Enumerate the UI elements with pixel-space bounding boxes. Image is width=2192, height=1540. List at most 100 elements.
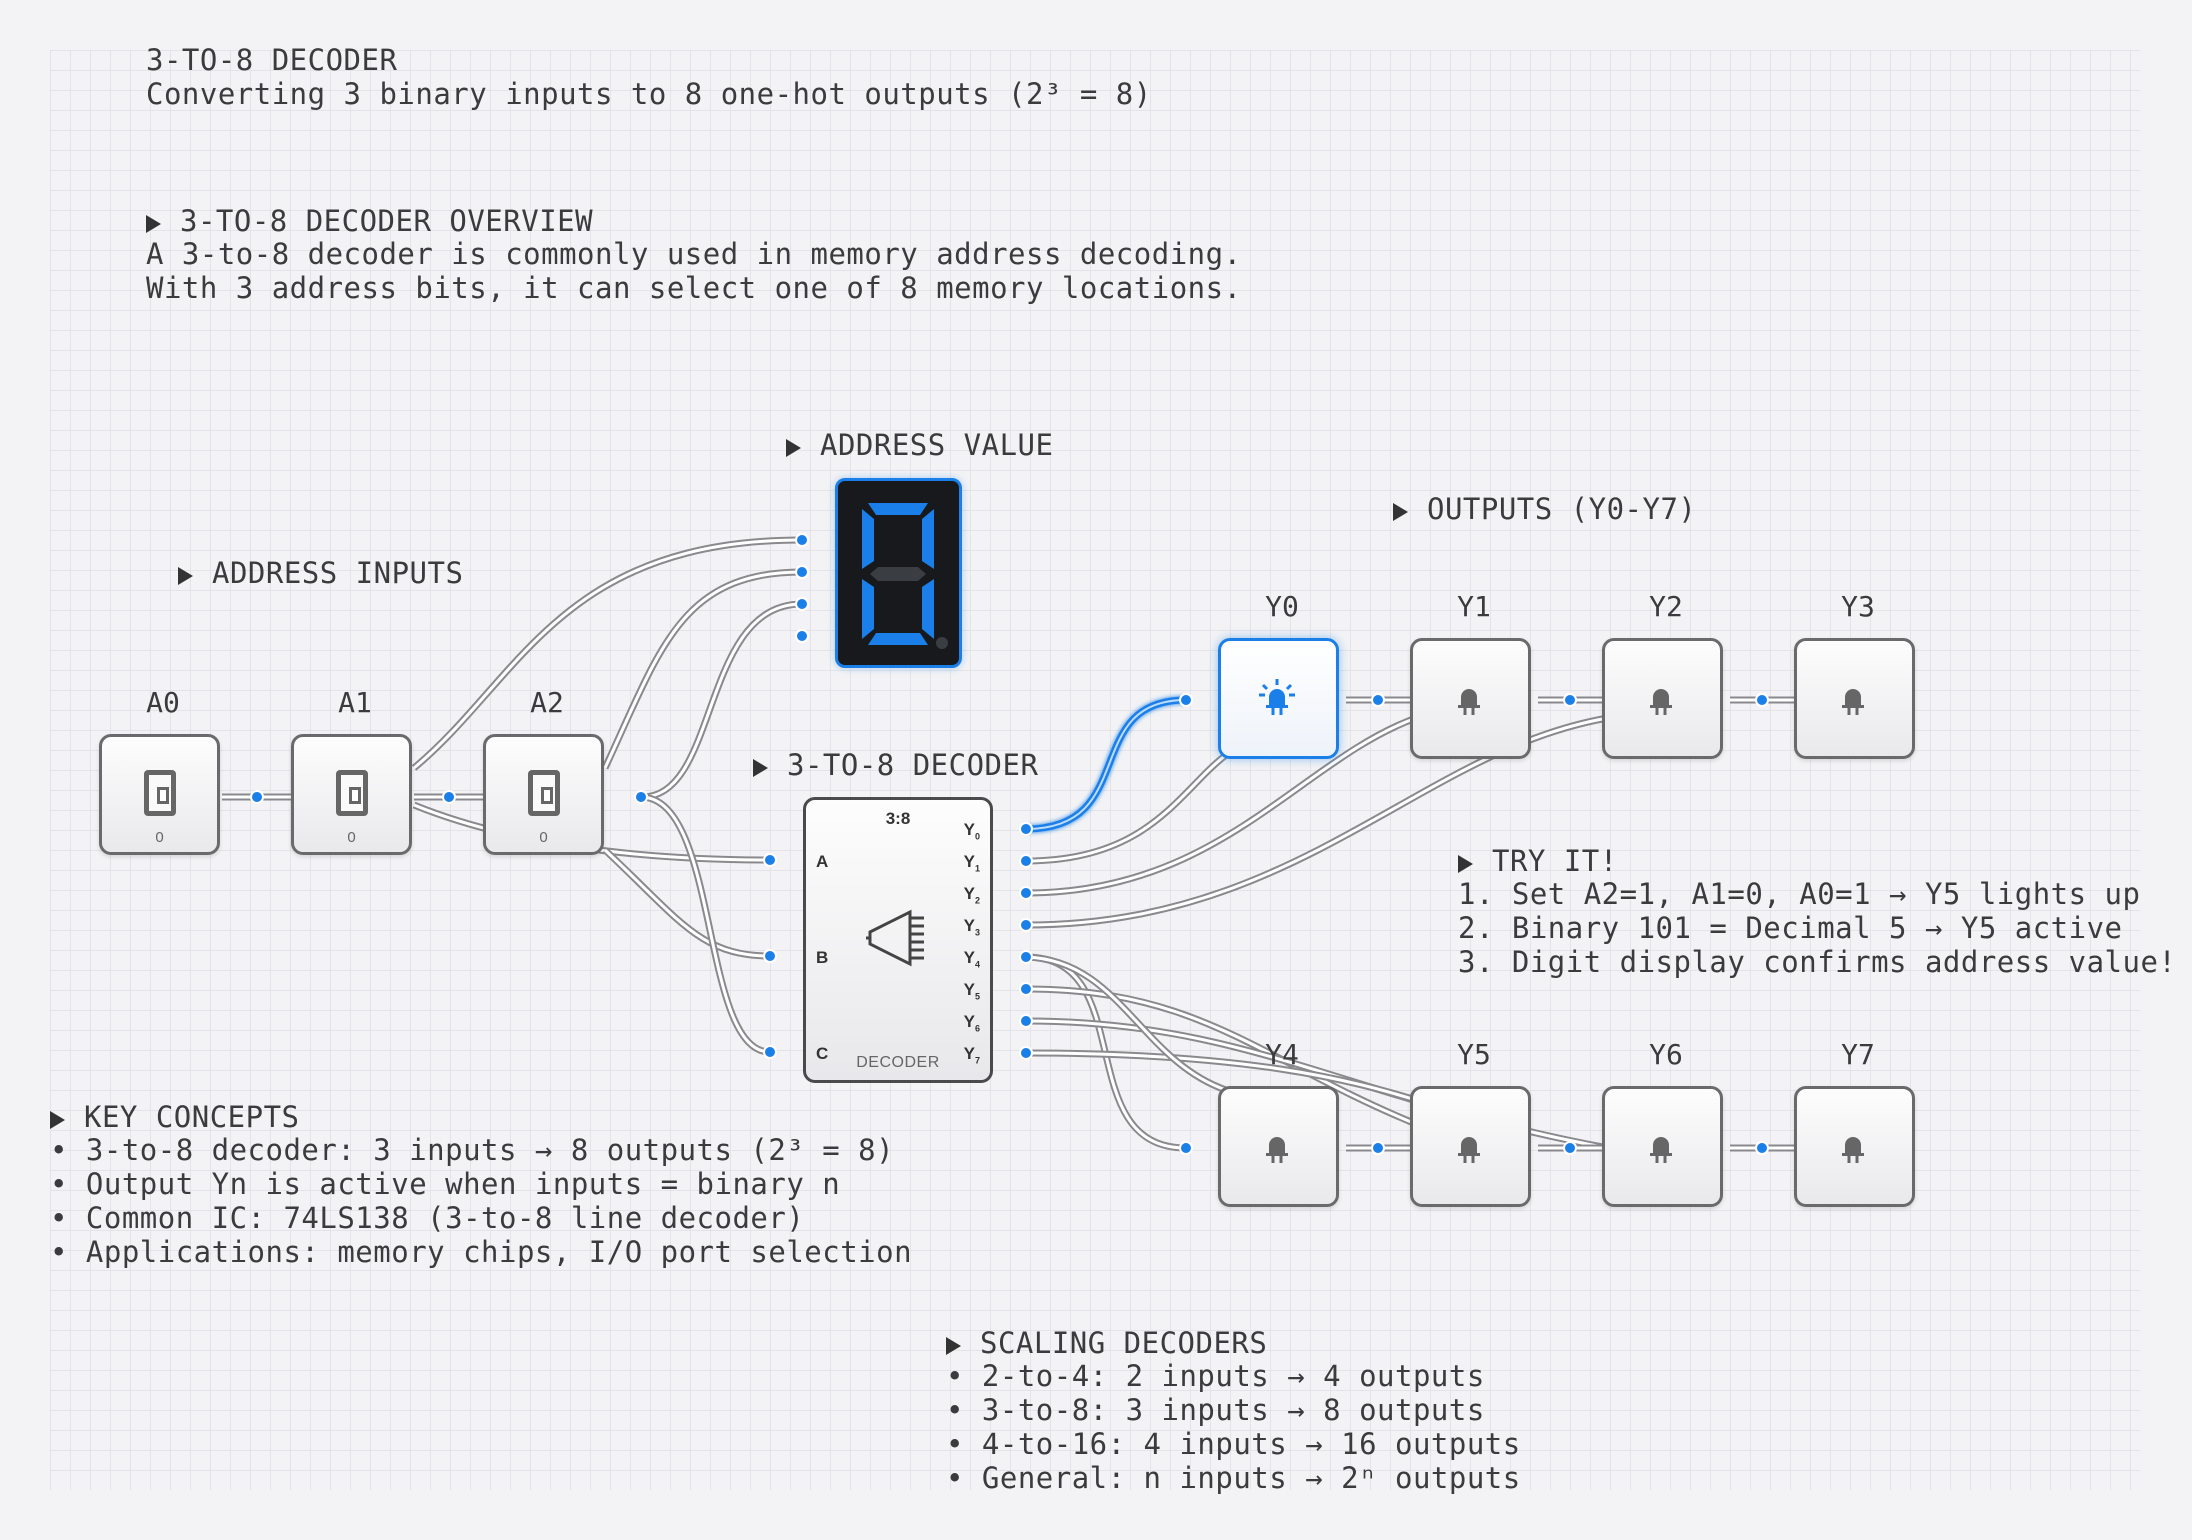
page-title: 3-TO-8 DECODER: [146, 43, 398, 77]
decoder-output-y1: Y1: [963, 852, 980, 874]
wire-a1-dec-b: [602, 847, 771, 960]
led-y2[interactable]: [1602, 638, 1723, 759]
triangle-marker-icon: [1393, 503, 1408, 521]
triangle-marker-icon: [50, 1111, 65, 1129]
key-concept-3: • Common IC: 74LS138 (3-to-8 line decode…: [50, 1201, 805, 1235]
triangle-marker-icon: [753, 759, 768, 777]
toggle-switch-icon: [144, 770, 176, 816]
connector-dot[interactable]: [795, 629, 809, 643]
connector-dot[interactable]: [1019, 918, 1033, 932]
decoder-title: 3:8: [885, 809, 911, 828]
output-label-y6: Y6: [1649, 1038, 1683, 1071]
output-label-y5: Y5: [1457, 1038, 1491, 1071]
connector-dot[interactable]: [1179, 693, 1193, 707]
connector-dot[interactable]: [1019, 1014, 1033, 1028]
connector-dot[interactable]: [1755, 693, 1769, 707]
output-label-y3: Y3: [1841, 590, 1875, 623]
connector-dot[interactable]: [1019, 822, 1033, 836]
seven-segment-display: [835, 478, 962, 668]
connector-dot[interactable]: [1179, 1141, 1193, 1155]
connector-dot[interactable]: [795, 565, 809, 579]
try-it-line-3: 3. Digit display confirms address value!: [1458, 945, 2177, 979]
decoder-output-y2: Y2: [963, 884, 980, 906]
switch-a2-value: 0: [539, 829, 548, 846]
outputs-text: OUTPUTS (Y0-Y7): [1427, 492, 1697, 526]
connector-dot[interactable]: [763, 1045, 777, 1059]
output-label-y4: Y4: [1265, 1038, 1299, 1071]
connector-dot[interactable]: [1019, 886, 1033, 900]
key-concepts-heading-text: KEY CONCEPTS: [84, 1100, 300, 1134]
led-off-icon: [1842, 1137, 1864, 1163]
led-off-icon: [1650, 689, 1672, 715]
decoder-output-y3: Y3: [963, 916, 980, 938]
decoder-output-y6: Y6: [963, 1012, 980, 1034]
output-label-y2: Y2: [1649, 590, 1683, 623]
try-it-heading-text: TRY IT!: [1492, 844, 1618, 878]
led-y3[interactable]: [1794, 638, 1915, 759]
decoder-input-c: C: [816, 1044, 829, 1063]
led-off-icon: [1650, 1137, 1672, 1163]
decoder-heading: 3-TO-8 DECODER: [753, 748, 1038, 782]
led-y1[interactable]: [1410, 638, 1531, 759]
overview-line-1: A 3-to-8 decoder is commonly used in mem…: [146, 237, 1242, 271]
address-value-heading: ADDRESS VALUE: [786, 428, 1053, 462]
connector-dot[interactable]: [634, 790, 648, 804]
connector-dot[interactable]: [795, 597, 809, 611]
wire-y1: [1025, 752, 1229, 865]
wire-y7: [1025, 1049, 1418, 1104]
connector-dot[interactable]: [1563, 693, 1577, 707]
triangle-marker-icon: [1458, 855, 1473, 873]
connector-dot[interactable]: [795, 533, 809, 547]
wire-y2: [1025, 714, 1418, 897]
connector-dot[interactable]: [1019, 1046, 1033, 1060]
connector-dot[interactable]: [1563, 1141, 1577, 1155]
triangle-marker-icon: [946, 1337, 961, 1355]
scaling-line-1: • 2-to-4: 2 inputs → 4 outputs: [946, 1359, 1485, 1393]
decoder-output-y7: Y7: [963, 1044, 980, 1066]
switch-a2[interactable]: 0: [483, 734, 604, 855]
try-it-line-2: 2. Binary 101 = Decimal 5 → Y5 active: [1458, 911, 2123, 945]
page-subtitle: Converting 3 binary inputs to 8 one-hot …: [146, 77, 1152, 111]
switch-a0-value: 0: [155, 829, 164, 846]
connector-dot[interactable]: [1371, 693, 1385, 707]
led-y0[interactable]: [1218, 638, 1339, 759]
decoder-heading-text: 3-TO-8 DECODER: [787, 748, 1039, 782]
address-inputs-heading: ADDRESS INPUTS: [178, 556, 463, 590]
decoder-output-y4: Y4: [963, 948, 980, 970]
led-y6[interactable]: [1602, 1086, 1723, 1207]
connector-dot[interactable]: [763, 949, 777, 963]
connector-dot[interactable]: [1019, 854, 1033, 868]
led-y4[interactable]: [1218, 1086, 1339, 1207]
key-concepts-heading: KEY CONCEPTS: [50, 1100, 300, 1134]
connector-dot[interactable]: [442, 790, 456, 804]
led-y7[interactable]: [1794, 1086, 1915, 1207]
scaling-line-2: • 3-to-8: 3 inputs → 8 outputs: [946, 1393, 1485, 1427]
scaling-heading: SCALING DECODERS: [946, 1326, 1267, 1360]
switch-a0[interactable]: 0: [99, 734, 220, 855]
connector-dot[interactable]: [763, 853, 777, 867]
decoder-chip[interactable]: 3:8 A B C Y0 Y1 Y2 Y3 Y4 Y5 Y6 Y7 DECODE…: [803, 797, 993, 1083]
led-off-icon: [1842, 689, 1864, 715]
connector-dot[interactable]: [1019, 950, 1033, 964]
scaling-line-4: • General: n inputs → 2ⁿ outputs: [946, 1461, 1521, 1495]
switch-a1[interactable]: 0: [291, 734, 412, 855]
wire-group-inputs: [222, 536, 803, 1056]
output-label-y7: Y7: [1841, 1038, 1875, 1071]
connector-dot[interactable]: [1371, 1141, 1385, 1155]
connector-dot[interactable]: [250, 790, 264, 804]
wire-a0-display: [411, 536, 803, 771]
wire-a2-dec-c: [641, 793, 771, 1056]
address-value-text: ADDRESS VALUE: [820, 428, 1054, 462]
key-concept-4: • Applications: memory chips, I/O port s…: [50, 1235, 913, 1269]
connector-dot[interactable]: [1019, 982, 1033, 996]
led-y5[interactable]: [1410, 1086, 1531, 1207]
wire-a1-display: [601, 568, 803, 770]
connector-dot[interactable]: [1755, 1141, 1769, 1155]
scaling-heading-text: SCALING DECODERS: [980, 1326, 1268, 1360]
output-label-y1: Y1: [1457, 590, 1491, 623]
input-label-a1: A1: [338, 686, 372, 719]
switch-a1-value: 0: [347, 829, 356, 846]
triangle-marker-icon: [178, 567, 193, 585]
connector-dots: [250, 533, 1769, 1155]
